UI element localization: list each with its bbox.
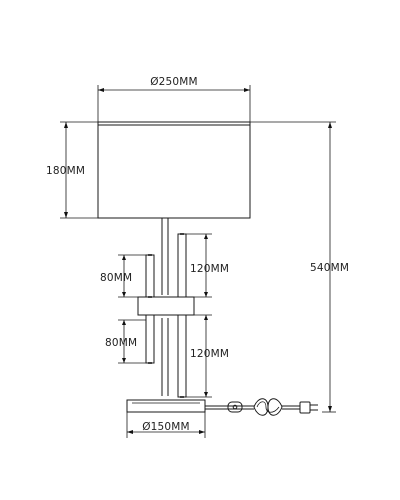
shade-diameter-label: Ø250MM: [150, 76, 198, 88]
shade-diameter-dimension: Ø250MM: [97, 76, 251, 122]
shade-height-dimension: 180MM: [46, 121, 98, 219]
base-diameter-dimension: Ø150MM: [126, 412, 206, 438]
upper-short-tube: [145, 254, 155, 298]
upper-short-tube-dimension: 80MM: [100, 254, 146, 298]
upper-long-tube-dimension: 120MM: [186, 233, 229, 298]
lamp-base: [126, 399, 206, 413]
cord-coil-icon: [253, 398, 283, 416]
lower-short-tube-label: 80MM: [105, 337, 137, 349]
cord-to-plug: [282, 405, 300, 410]
inline-switch-icon: [227, 401, 243, 413]
upper-short-tube-label: 80MM: [100, 272, 132, 284]
lower-short-tube: [145, 314, 155, 364]
lower-long-tube: [177, 314, 187, 398]
base-diameter-label: Ø150MM: [142, 421, 190, 433]
lower-long-tube-label: 120MM: [190, 348, 229, 360]
lower-long-tube-dimension: 120MM: [186, 314, 229, 398]
power-cord: [205, 405, 254, 410]
plug-icon: [299, 401, 318, 414]
upper-long-tube: [177, 233, 187, 298]
lamp-shade: [97, 121, 251, 219]
upper-long-tube-label: 120MM: [190, 263, 229, 275]
total-height-label: 540MM: [310, 262, 349, 274]
lower-short-tube-dimension: 80MM: [105, 319, 146, 364]
total-height-dimension: 540MM: [250, 121, 349, 413]
central-stem: [161, 218, 169, 396]
shade-height-label: 180MM: [46, 165, 85, 177]
middle-connector-bar: [137, 296, 195, 316]
